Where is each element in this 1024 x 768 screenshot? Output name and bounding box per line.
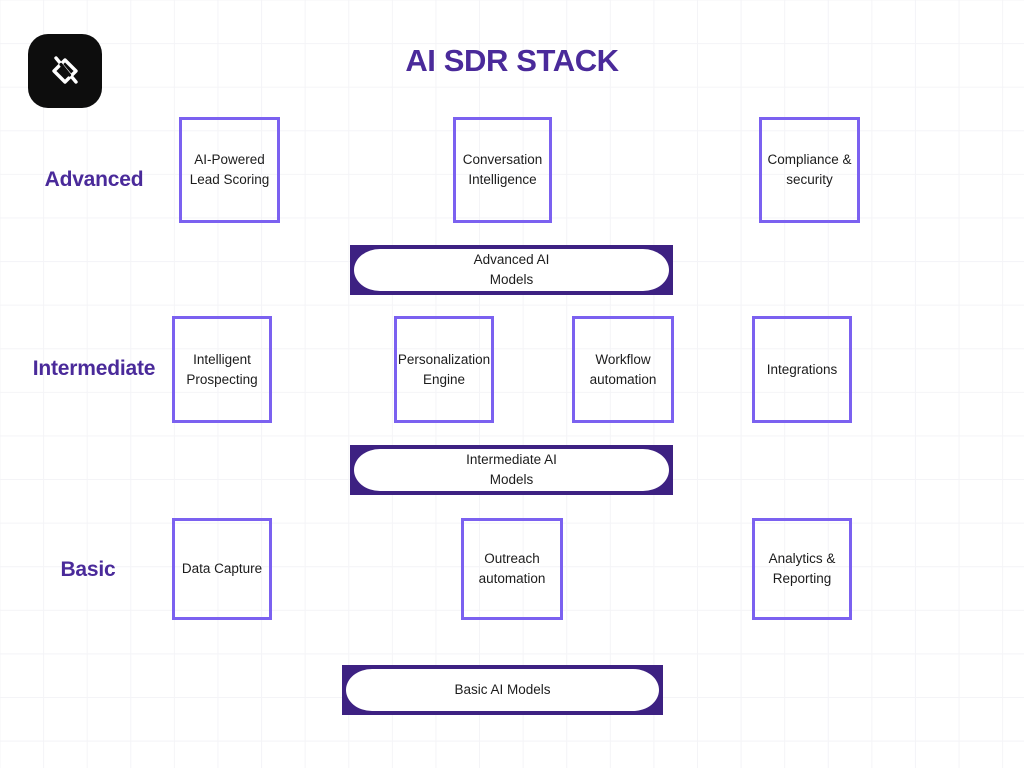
capability-label-line1: Personalization <box>397 351 491 367</box>
model-bar-label-line2: Models <box>489 272 534 287</box>
capability-box-data-capture[interactable]: Data Capture <box>172 518 272 620</box>
capability-label-line2: Prospecting <box>186 371 258 387</box>
capability-label-line2: Reporting <box>772 571 832 586</box>
capability-box-compliance-security[interactable]: Compliance & security <box>759 117 860 223</box>
capability-box-analytics-reporting[interactable]: Analytics & Reporting <box>752 518 852 620</box>
tier-label-intermediate: Intermediate <box>32 357 156 380</box>
capability-box-personalization-engine[interactable]: Personalization Engine <box>394 316 494 423</box>
tier-label-advanced: Advanced <box>44 168 144 191</box>
capability-box-conversation-intelligence[interactable]: Conversation Intelligence <box>453 117 552 223</box>
tier-label-basic: Basic <box>60 558 116 581</box>
app-logo-icon <box>28 34 102 108</box>
capability-label-line2: automation <box>589 371 657 387</box>
capability-box-ai-powered-lead-scoring[interactable]: AI-Powered Lead Scoring <box>179 117 280 223</box>
model-bar-label-line1: Intermediate AI <box>466 452 557 468</box>
capability-label-line1: AI-Powered <box>194 152 265 168</box>
capability-label-line1: Workflow <box>595 351 651 367</box>
model-bar-basic-ai-models[interactable]: Basic AI Models <box>342 665 663 715</box>
capability-label-line1: Analytics & <box>768 551 836 567</box>
model-bar-label-line1: Advanced AI <box>473 252 550 268</box>
page-title: AI SDR STACK <box>405 43 619 78</box>
capability-box-integrations[interactable]: Integrations <box>752 316 852 423</box>
capability-label-line2: security <box>786 172 833 187</box>
model-bar-intermediate-ai-models[interactable]: Intermediate AI Models <box>350 445 673 495</box>
capability-label-line2: Engine <box>422 371 466 387</box>
capability-label-line1: Integrations <box>766 361 838 377</box>
capability-label-line1: Conversation <box>462 152 543 168</box>
capability-box-workflow-automation[interactable]: Workflow automation <box>572 316 674 423</box>
capability-box-outreach-automation[interactable]: Outreach automation <box>461 518 563 620</box>
model-bar-advanced-ai-models[interactable]: Advanced AI Models <box>350 245 673 295</box>
capability-label-line2: automation <box>478 571 546 586</box>
capability-box-intelligent-prospecting[interactable]: Intelligent Prospecting <box>172 316 272 423</box>
capability-label-line1: Outreach <box>484 551 540 567</box>
capability-label-line2: Lead Scoring <box>189 172 270 187</box>
capability-label-line1: Data Capture <box>181 561 263 577</box>
capability-label-line1: Compliance & <box>767 152 852 168</box>
capability-label-line2: Intelligence <box>468 172 537 187</box>
capability-label-line1: Intelligent <box>193 351 251 367</box>
model-bar-label-line2: Models <box>489 472 534 487</box>
model-bar-label-line1: Basic AI Models <box>454 682 551 698</box>
